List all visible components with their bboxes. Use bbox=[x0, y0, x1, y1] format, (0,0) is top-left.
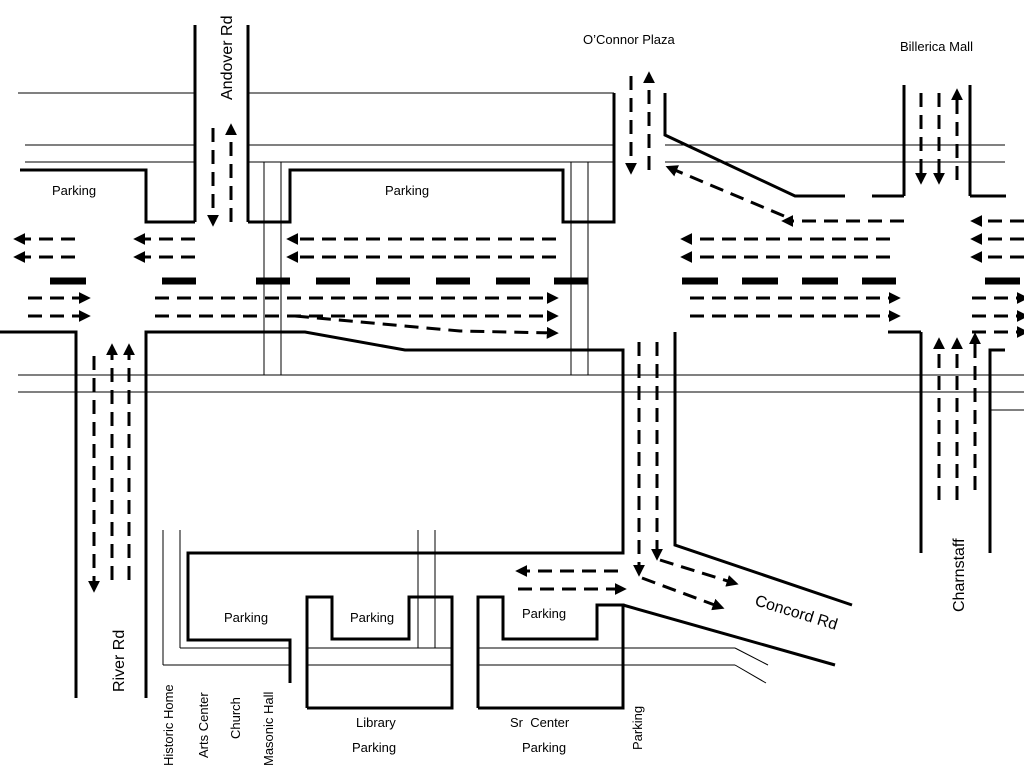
place-label-masonic-hall: Masonic Hall bbox=[261, 691, 276, 766]
place-label-oconnor-plaza: O’Connor Plaza bbox=[583, 32, 676, 47]
parking-label-sr-center: Parking bbox=[522, 740, 566, 755]
diagonal-lane-arrow-icon bbox=[641, 576, 725, 611]
place-label-arts-center: Arts Center bbox=[196, 692, 211, 758]
road-outlines bbox=[0, 25, 1006, 710]
road-label-concord: Concord Rd bbox=[753, 593, 840, 634]
road-label-andover: Andover Rd bbox=[219, 16, 236, 101]
eastbound-lane-arrow-icon bbox=[294, 314, 559, 339]
thin-lines bbox=[18, 92, 1024, 684]
parking-label-library: Parking bbox=[352, 740, 396, 755]
place-label-library: Library bbox=[356, 715, 396, 730]
diagonal-lane-arrow-icon bbox=[659, 558, 739, 587]
road-label-charnstaff: Charnstaff bbox=[951, 538, 968, 612]
parking-label-lower-middle: Parking bbox=[350, 610, 394, 625]
place-label-historic-home: Historic Home bbox=[161, 684, 176, 766]
parking-label-vertical: Parking bbox=[630, 706, 645, 750]
parking-label-top-left: Parking bbox=[52, 183, 96, 198]
place-label-sr-center: Sr Center bbox=[510, 715, 570, 730]
parking-label-top-middle: Parking bbox=[385, 183, 429, 198]
place-label-billerica-mall: Billerica Mall bbox=[900, 39, 973, 54]
place-label-church: Church bbox=[228, 697, 243, 739]
lane-arrows bbox=[13, 71, 1024, 611]
road-label-river: River Rd bbox=[111, 630, 128, 692]
labels: Andover Rd River Rd Concord Rd Charnstaf… bbox=[52, 16, 973, 767]
parking-label-lower-right: Parking bbox=[522, 606, 566, 621]
diagonal-lane-arrow-icon bbox=[665, 165, 785, 218]
parking-label-lower-left: Parking bbox=[224, 610, 268, 625]
